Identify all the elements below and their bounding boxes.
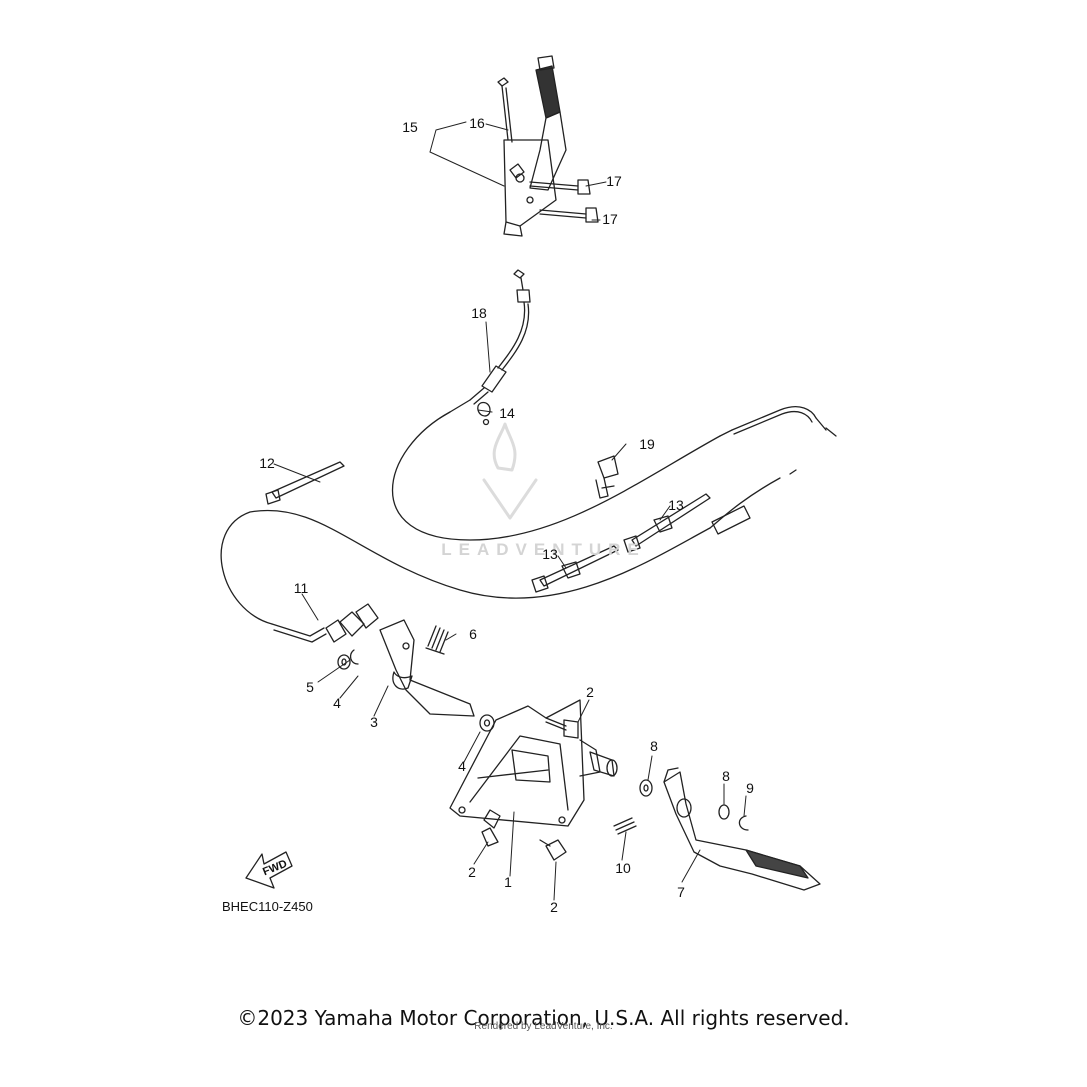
bolt-right	[539, 839, 567, 861]
cable-tie	[265, 461, 345, 505]
callout-2-top: 2	[586, 684, 594, 700]
pivot-shaft	[589, 751, 618, 777]
cable-holder	[595, 455, 619, 499]
diagram-code: BHEC110-Z450	[222, 899, 313, 914]
washer-upper	[337, 654, 351, 670]
washer-8-left	[639, 779, 653, 797]
callout-17-upper: 17	[606, 173, 622, 189]
callout-13-upper: 13	[668, 497, 684, 513]
callout-10: 10	[615, 860, 631, 876]
cable-tie-lower	[531, 545, 619, 593]
link-arm	[379, 619, 475, 717]
callout-14: 14	[499, 405, 515, 421]
callout-2-left: 2	[468, 864, 476, 880]
callout-18: 18	[471, 305, 487, 321]
callout-7: 7	[677, 884, 685, 900]
pedal-spring	[613, 817, 637, 835]
callout-3: 3	[370, 714, 378, 730]
parking-brake-cable	[392, 269, 837, 541]
callout-15: 15	[402, 119, 418, 135]
leader-lines	[273, 121, 747, 901]
watermark-logo-icon	[482, 422, 538, 520]
clip-upper	[349, 649, 359, 665]
callout-13-lower: 13	[542, 546, 558, 562]
fwd-arrow-icon	[245, 851, 293, 889]
brake-cable	[220, 469, 797, 643]
pedal-bracket	[449, 699, 601, 827]
callout-17-lower: 17	[602, 211, 618, 227]
clip-9	[738, 815, 749, 831]
cable-clip	[477, 401, 491, 426]
callout-19: 19	[639, 436, 655, 452]
callout-2-right: 2	[550, 899, 558, 915]
bolt-left	[481, 809, 501, 847]
callout-5: 5	[306, 679, 314, 695]
callout-1: 1	[504, 874, 512, 890]
callout-11: 11	[293, 580, 309, 596]
washer-8-right	[718, 804, 730, 820]
callout-4-upper: 4	[333, 695, 341, 711]
callout-6: 6	[469, 626, 477, 642]
watermark-text: LEADVENTURE	[441, 540, 646, 559]
return-spring	[425, 625, 449, 655]
callout-4-lower: 4	[458, 758, 466, 774]
callout-16: 16	[469, 115, 485, 131]
copyright-notice: ©2023 Yamaha Motor Corporation, U.S.A. A…	[237, 1006, 850, 1030]
callout-8-left: 8	[650, 738, 658, 754]
cable-tie-upper	[623, 493, 711, 553]
bolt-top	[545, 717, 579, 739]
render-credit: Rendered by LeadVenture, Inc.	[474, 1021, 613, 1032]
callout-12: 12	[259, 455, 275, 471]
brake-pedal	[663, 767, 821, 891]
brake-lever-assembly	[497, 55, 599, 237]
callout-8-right: 8	[722, 768, 730, 784]
callout-9: 9	[746, 780, 754, 796]
